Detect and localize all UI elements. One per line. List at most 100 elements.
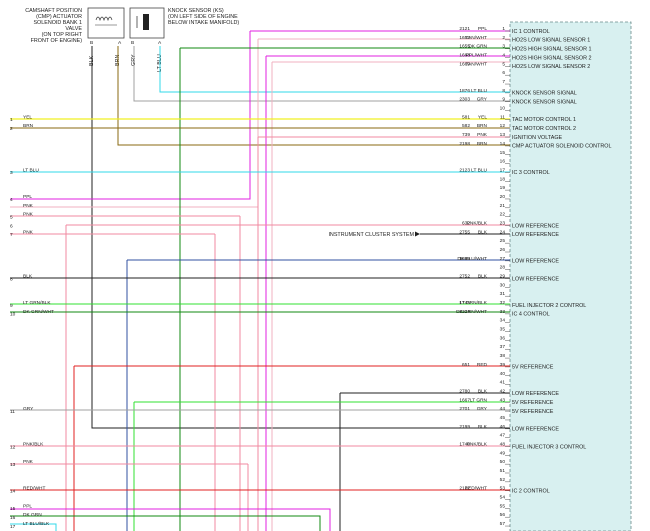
pin-number: 52 [500, 477, 506, 483]
connector-cavity-number: 5 [10, 214, 13, 220]
pin-number: 32 [500, 300, 506, 306]
pin-number: 56 [500, 512, 506, 518]
pin-number: 15 [500, 150, 506, 156]
pin-number: 8 [502, 88, 505, 94]
wire-color-label: BRN [477, 123, 488, 129]
pin-number: 6 [502, 70, 505, 76]
pin-description: TAC MOTOR CONTROL 1 [512, 117, 576, 123]
wire-color-label: BRN [477, 141, 488, 147]
circuit-number: 632 [462, 220, 470, 226]
pin-description: CMP ACTUATOR SOLENOID CONTROL [512, 144, 611, 150]
knock-label-line-1: KNOCK SENSOR (KS) [168, 8, 224, 14]
cmp-label-line-1: CAMSHAFT POSITION [25, 8, 82, 14]
cmp-label-line-6: FRONT OF ENGINE) [31, 38, 83, 44]
pin-description: IC 3 CONTROL [512, 170, 550, 176]
pin-number: 42 [500, 388, 506, 394]
left-wire-color-label: LT GRN/BLK [23, 300, 51, 306]
knock-label-line-3: BELOW INTAKE MANIFOLD) [168, 20, 239, 26]
wire-color-label: LT BLU [471, 88, 487, 94]
circuit-number: 2123 [459, 167, 470, 173]
pin-description: HO2S HIGH SIGNAL SENSOR 2 [512, 55, 591, 61]
pin-number: 54 [500, 495, 506, 501]
pin-number: 1 [502, 26, 505, 32]
circuit-number: 2752 [459, 274, 470, 280]
left-wire-color-label: LT BLU [23, 167, 39, 173]
wire-color-label: YEL [478, 114, 487, 120]
circuit-number: 651 [462, 362, 470, 368]
circuit-number: 2199 [459, 424, 470, 430]
pin-number: 55 [500, 503, 506, 509]
pin-description: LOW REFERENCE [512, 223, 559, 229]
circuit-number: 1667 [459, 397, 470, 403]
pin-number: 26 [500, 247, 506, 253]
pin-number: 47 [500, 433, 506, 439]
pin-number: 39 [500, 362, 506, 368]
left-wire-color-label: RED/WHT [23, 486, 45, 492]
pin-number: 33 [500, 309, 506, 315]
connector-cavity-number: 1 [10, 117, 13, 123]
left-wire-color-label: PNK/BLK [23, 441, 44, 447]
left-wire-color-label: YEL [23, 114, 32, 120]
wire-color-label: PPL [478, 26, 487, 32]
pin-number: 5 [502, 61, 505, 67]
wire-color-label: LT GRN/BLK [459, 300, 487, 306]
pin-description: IC 1 CONTROL [512, 29, 550, 35]
pin-number: 57 [500, 521, 506, 527]
wire-color-label: GRY [477, 97, 488, 103]
circuit-number: 739 [462, 132, 470, 138]
pin-number: 44 [500, 406, 506, 412]
wire-color-label: DK BLU/WHT [457, 256, 487, 262]
pin-description: HO2S HIGH SIGNAL SENSOR 1 [512, 46, 591, 52]
pin-number: 30 [500, 282, 506, 288]
left-wire-color-label: BLK [23, 274, 33, 280]
pin-number: 23 [500, 220, 506, 226]
pin-number: 53 [500, 486, 506, 492]
cmp-label-line-2: (CMP) ACTUATOR [36, 14, 82, 20]
pin-description: HO2S LOW SIGNAL SENSOR 1 [512, 38, 590, 44]
wire-ks-gry [133, 46, 510, 102]
solenoid-coil-icon [95, 16, 113, 22]
wire-color-label: TAN/WHT [466, 35, 488, 41]
pin-description: IC 4 CONTROL [512, 312, 550, 318]
pin-number: 12 [500, 123, 506, 129]
pin-number: 41 [500, 380, 506, 386]
pin-number: 34 [500, 318, 506, 324]
pin-description: KNOCK SENSOR SIGNAL [512, 100, 577, 106]
pin-number: 31 [500, 291, 506, 297]
wire-color-label: LT BLU [471, 167, 487, 173]
left-wire-color-label: PNK [23, 203, 34, 209]
pin-number: 43 [500, 397, 506, 403]
pin-number: 36 [500, 335, 506, 341]
pin-number: 10 [500, 106, 506, 112]
circuit-number: 1745 [459, 300, 470, 306]
circuit-number: 1655 [459, 44, 470, 50]
pin-description: LOW REFERENCE [512, 427, 559, 433]
pin-number: 19 [500, 185, 506, 191]
circuit-number: 1869 [459, 256, 470, 262]
circuit-number: 2124 [459, 309, 470, 315]
pin-number: 38 [500, 353, 506, 359]
pin-description: HO2S LOW SIGNAL SENSOR 2 [512, 64, 590, 70]
pin-description: 5V REFERENCE [512, 400, 554, 406]
connector-cavity-number: 13 [10, 462, 16, 468]
circuit-number: 2121 [459, 26, 470, 32]
knock-sensor: B A KNOCK SENSOR (KS) (ON LEFT SIDE OF E… [129, 7, 239, 46]
arrow-left-icon [415, 231, 420, 237]
pin-number: 24 [500, 229, 506, 235]
wire-ltblublk-17 [10, 523, 57, 531]
circuit-number: 2755 [459, 229, 470, 235]
vertical-wires [10, 31, 510, 531]
cmp-label-line-4: VALVE [65, 26, 82, 32]
left-wire-color-label: PPL [23, 503, 32, 509]
connector-cavity-number: 10 [10, 312, 16, 318]
left-wire-color-label: BRN [23, 123, 34, 129]
circuit-number: 582 [462, 123, 470, 129]
pin-number: 17 [500, 167, 506, 173]
pin-number: 58 [500, 530, 506, 531]
connector-cavity-number: 15 [10, 506, 16, 512]
pin-number: 16 [500, 159, 506, 165]
wire-color-label: PNK/BLK [467, 441, 488, 447]
